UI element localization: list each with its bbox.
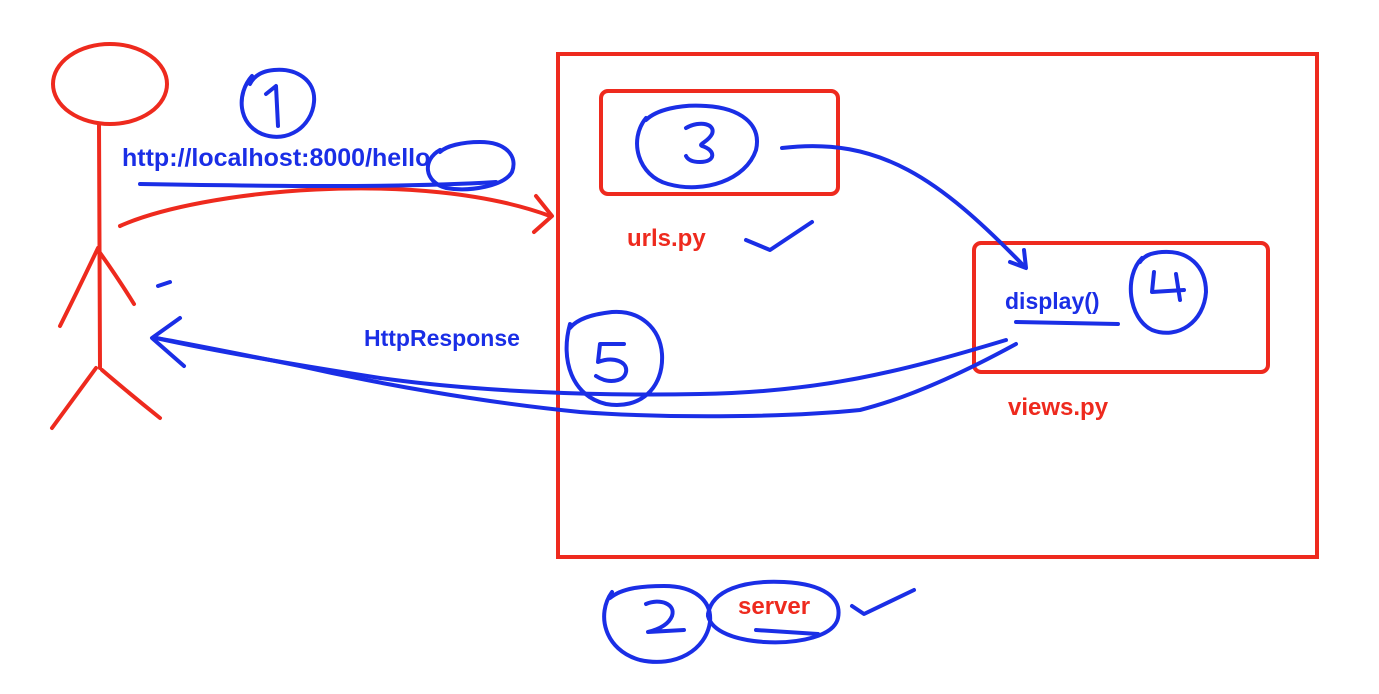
server-circle <box>706 579 841 645</box>
step-3-circle <box>635 103 759 190</box>
figure-left-leg <box>50 366 98 430</box>
http-response-label: HttpResponse <box>364 325 520 351</box>
request-arrow <box>118 186 554 234</box>
urls-file-label: urls.py <box>627 225 706 252</box>
step-1-numeral <box>264 84 280 128</box>
server-box <box>556 52 1319 559</box>
response-arrow-head <box>150 316 186 368</box>
step-1-circle <box>239 67 317 139</box>
figure-left-arm <box>58 246 100 328</box>
dispatch-arrow-head <box>1008 248 1028 270</box>
urls-box <box>599 89 840 196</box>
display-underline <box>1014 320 1120 326</box>
user-stick-figure <box>50 42 169 430</box>
views-file-label: views.py <box>1008 394 1109 421</box>
hello-circle <box>425 140 516 192</box>
url-underline <box>138 180 498 188</box>
ink-dash <box>156 280 172 288</box>
server-checkmark <box>850 588 916 616</box>
figure-right-leg <box>100 368 162 420</box>
step-5-numeral <box>594 342 629 383</box>
display-function-label: display() <box>1005 288 1100 314</box>
step-2-circle <box>602 584 713 664</box>
step-3-numeral <box>684 121 715 164</box>
figure-body <box>97 122 102 370</box>
request-arrow-head <box>532 194 554 234</box>
url-label: http://localhost:8000/hello <box>122 144 431 172</box>
response-arrow <box>150 316 1018 419</box>
figure-right-arm <box>96 248 136 306</box>
urls-checkmark <box>744 220 814 252</box>
step-2-numeral <box>644 599 686 634</box>
server-label: server <box>738 593 811 620</box>
server-underline <box>754 628 820 636</box>
figure-head <box>51 42 169 126</box>
step-4-numeral <box>1150 270 1186 302</box>
dispatch-arrow <box>780 144 1028 270</box>
step-5-circle <box>564 309 665 407</box>
views-box <box>972 241 1270 374</box>
step-4-circle <box>1128 249 1208 335</box>
